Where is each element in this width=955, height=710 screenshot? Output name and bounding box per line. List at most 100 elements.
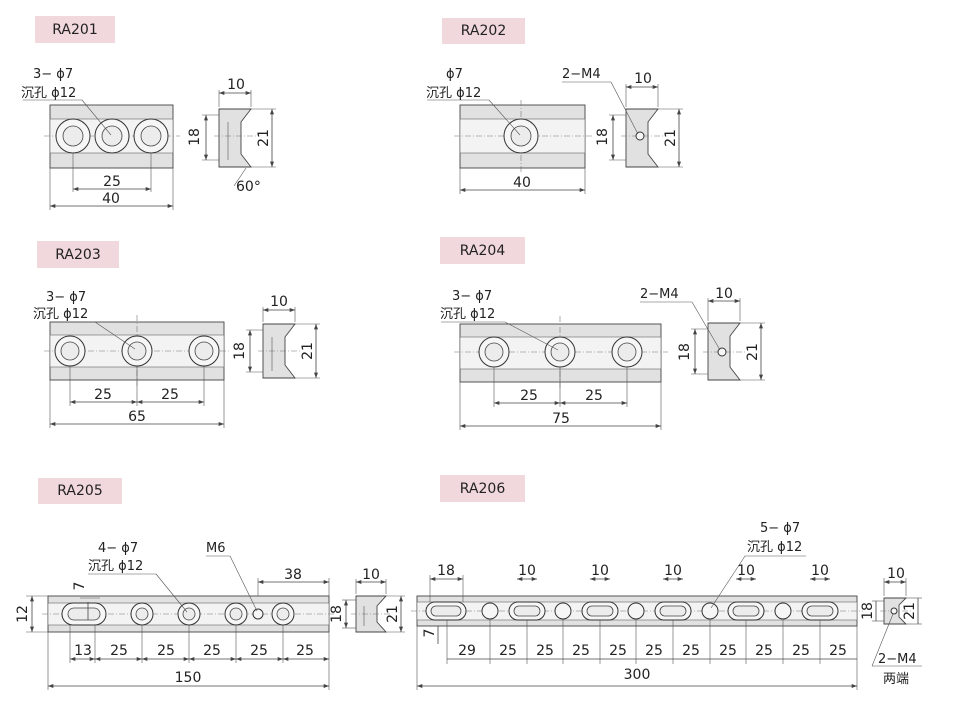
ra204-thread-label: 2−M4 xyxy=(640,287,679,302)
part-badge-ra203: RA203 xyxy=(37,241,119,268)
ra203-length: 65 xyxy=(128,409,146,425)
ra206-slot-width-3: 10 xyxy=(664,563,682,579)
ra206-height: 21 xyxy=(902,602,918,620)
ra206-slot-width-1: 10 xyxy=(518,563,536,579)
ra206-slot-width-4: 10 xyxy=(737,563,755,579)
ra203-counterbore-label: 沉孔 ϕ12 xyxy=(33,307,88,322)
ra203-pitch-1: 25 xyxy=(94,387,112,403)
ra201-plan-view: 3− ϕ7 沉孔 ϕ12 25 40 xyxy=(21,67,180,210)
ra205-counterbore-label: 沉孔 ϕ12 xyxy=(88,559,143,574)
ra202-thread-label: 2−M4 xyxy=(562,67,601,82)
part-badge-ra202: RA202 xyxy=(442,18,525,44)
ra206-slot xyxy=(508,601,546,621)
ra201-height: 21 xyxy=(256,129,272,147)
ra204-end-view: 2−M4 10 18 21 xyxy=(640,286,765,381)
ra206-thread-note: 两端 xyxy=(883,672,909,687)
ra205-top-width: 10 xyxy=(362,567,380,583)
ra205-width: 18 xyxy=(329,605,345,623)
ra206-slot-length: 18 xyxy=(437,563,455,579)
ra203-height: 21 xyxy=(300,342,316,360)
ra205-slot-depth: 7 xyxy=(72,582,88,591)
ra202-plan-view: ϕ7 沉孔 ϕ12 40 xyxy=(426,67,592,194)
ra206-spacing-2: 25 xyxy=(499,643,517,659)
ra206-spacing-4: 25 xyxy=(572,643,590,659)
ra203-width: 18 xyxy=(232,342,248,360)
ra206-spacing-7: 25 xyxy=(682,643,700,659)
ra206-slot-depth: 7 xyxy=(422,629,438,638)
ra206-spacing-5: 25 xyxy=(609,643,627,659)
ra206-slot-width-5: 10 xyxy=(811,563,829,579)
ra206-spacing-8: 25 xyxy=(719,643,737,659)
ra202-width: 18 xyxy=(595,128,611,146)
ra206-top-width: 10 xyxy=(887,566,905,582)
ra203-pitch-2: 25 xyxy=(161,387,179,403)
ra205-height: 21 xyxy=(385,605,401,623)
ra205-spacing-3: 25 xyxy=(157,643,175,659)
ra206-hole xyxy=(627,602,645,620)
ra206-spacing-row: 29 25 25 25 25 25 25 25 25 25 25 xyxy=(416,620,858,690)
ra206-hole xyxy=(774,602,792,620)
ra205-offset: 38 xyxy=(284,567,302,583)
ra202-length: 40 xyxy=(513,175,531,191)
ra206-slot xyxy=(581,601,619,621)
ra205-spacing-4: 25 xyxy=(203,643,221,659)
ra201-end-view: 10 18 21 60° xyxy=(187,77,276,195)
ra204-width: 18 xyxy=(677,343,693,361)
ra204-top-width: 10 xyxy=(715,286,733,302)
ra204-pitch-1: 25 xyxy=(520,388,538,404)
part-badge-ra205: RA205 xyxy=(38,478,122,504)
ra206-slot xyxy=(654,601,692,621)
ra202-hole-label: ϕ7 xyxy=(446,67,463,82)
ra206-width: 18 xyxy=(860,602,876,620)
ra206-length: 300 xyxy=(624,667,651,683)
ra205-spacing-5: 25 xyxy=(250,643,268,659)
ra202-height: 21 xyxy=(663,129,679,147)
ra201-length: 40 xyxy=(102,191,120,207)
ra206-slot xyxy=(727,601,765,621)
ra201-width: 18 xyxy=(187,128,203,146)
ra201-top-width: 10 xyxy=(227,77,245,93)
ra206-hole xyxy=(701,602,719,620)
ra201-pitch: 25 xyxy=(103,174,121,190)
ra206-counterbore-label: 沉孔 ϕ12 xyxy=(747,540,802,555)
part-badge-ra201: RA201 xyxy=(35,16,115,43)
ra206-spacing-9: 25 xyxy=(755,643,773,659)
ra206-spacing-10: 25 xyxy=(792,643,810,659)
ra203-plan-view: 3− ϕ7 沉孔 ϕ12 25 25 65 xyxy=(33,290,230,428)
ra201-hole-label: 3− ϕ7 xyxy=(33,67,73,82)
ra206-hole xyxy=(481,602,499,620)
ra206-end-view: 10 18 21 2−M4 两端 xyxy=(860,566,922,687)
ra201-angle: 60° xyxy=(236,179,261,195)
ra202-end-view: 2−M4 10 18 21 xyxy=(562,67,683,168)
ra206-slot xyxy=(425,601,467,621)
ra204-hole-label: 3− ϕ7 xyxy=(452,289,492,304)
ra206-hole xyxy=(554,602,572,620)
ra205-spacing-1: 13 xyxy=(74,643,92,659)
ra204-plan-view: 3− ϕ7 沉孔 ϕ12 25 25 75 xyxy=(440,289,668,430)
ra206-slot xyxy=(801,601,839,621)
ra202-counterbore-label: 沉孔 ϕ12 xyxy=(426,86,481,101)
ra205-spacing-2: 25 xyxy=(110,643,128,659)
ra205-hole-label: 4− ϕ7 xyxy=(98,541,138,556)
ra205-spacing-6: 25 xyxy=(296,643,314,659)
ra206-spacing-1: 29 xyxy=(458,643,476,659)
ra203-top-width: 10 xyxy=(270,294,288,310)
ra204-counterbore-label: 沉孔 ϕ12 xyxy=(440,307,495,322)
ra205-left-height: 12 xyxy=(15,605,31,623)
ra203-end-view: 10 18 21 xyxy=(232,294,320,379)
ra206-spacing-11: 25 xyxy=(829,643,847,659)
ra202-top-width: 10 xyxy=(634,71,652,87)
ra205-length: 150 xyxy=(175,670,202,686)
part-badge-ra206: RA206 xyxy=(440,475,525,502)
ra206-thread-label: 2−M4 xyxy=(878,652,917,667)
part-badge-ra204: RA204 xyxy=(440,237,525,264)
ra206-spacing-6: 25 xyxy=(645,643,663,659)
ra206-hole-label: 5− ϕ7 xyxy=(760,521,800,536)
ra204-pitch-2: 25 xyxy=(585,388,603,404)
ra204-length: 75 xyxy=(552,411,570,427)
ra203-hole-label: 3− ϕ7 xyxy=(46,290,86,305)
ra205-end-view: 10 18 21 xyxy=(329,567,405,633)
ra204-height: 21 xyxy=(745,343,761,361)
